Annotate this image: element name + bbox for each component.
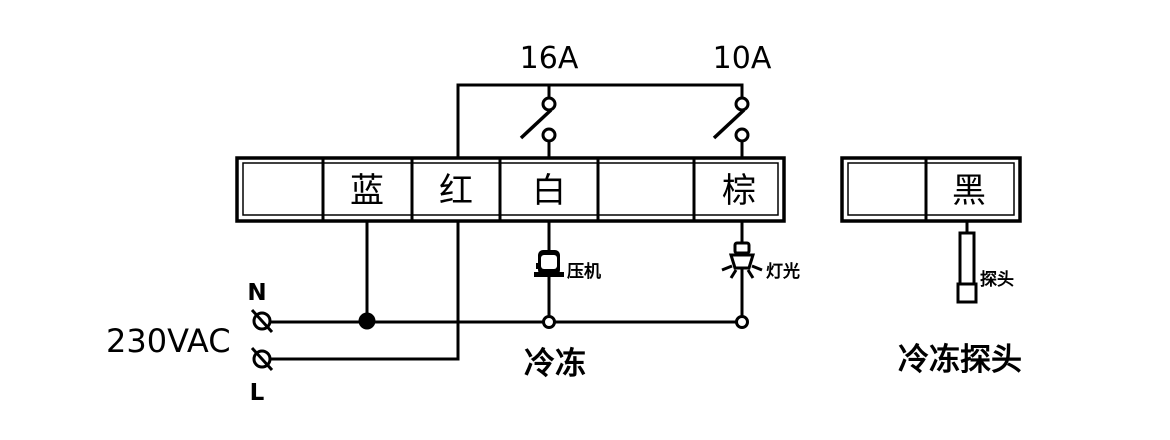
freezer-probe-caption: 冷冻探头 [898, 342, 1022, 378]
compressor-relay-contact [519, 96, 557, 158]
light-label: 灯光 [766, 261, 800, 282]
light-relay-contact [712, 96, 750, 158]
neutral-label: N [247, 280, 266, 306]
compressor-label: 压机 [567, 261, 601, 282]
compressor-neutral-node [542, 315, 556, 329]
terminal-blue-label: 蓝 [350, 171, 384, 211]
compressor-relay-rating: 16A [520, 41, 579, 76]
terminal-red-label: 红 [439, 171, 473, 211]
probe-icon [956, 231, 978, 304]
probe-terminal-block: 黑 [840, 156, 1022, 223]
live-supply-terminal-icon [250, 346, 274, 372]
probe-terminal-black-label: 黑 [952, 171, 986, 211]
light-neutral-node [735, 315, 749, 329]
neutral-junction-dot [358, 312, 376, 330]
relay-common-wire [456, 83, 744, 158]
freezer-caption: 冷冻 [524, 346, 586, 382]
voltage-label: 230VAC [106, 322, 231, 360]
terminal-brown-label: 棕 [722, 171, 756, 211]
terminal-white-label: 白 [532, 171, 566, 211]
neutral-supply-terminal-icon [250, 308, 274, 334]
probe-label: 探头 [980, 269, 1014, 290]
live-line [262, 221, 460, 361]
compressor-icon [534, 250, 564, 277]
main-terminal-block: 蓝 红 白 棕 [235, 156, 786, 223]
light-relay-rating: 10A [713, 41, 772, 76]
live-label: L [250, 380, 265, 406]
light-icon [721, 241, 763, 279]
